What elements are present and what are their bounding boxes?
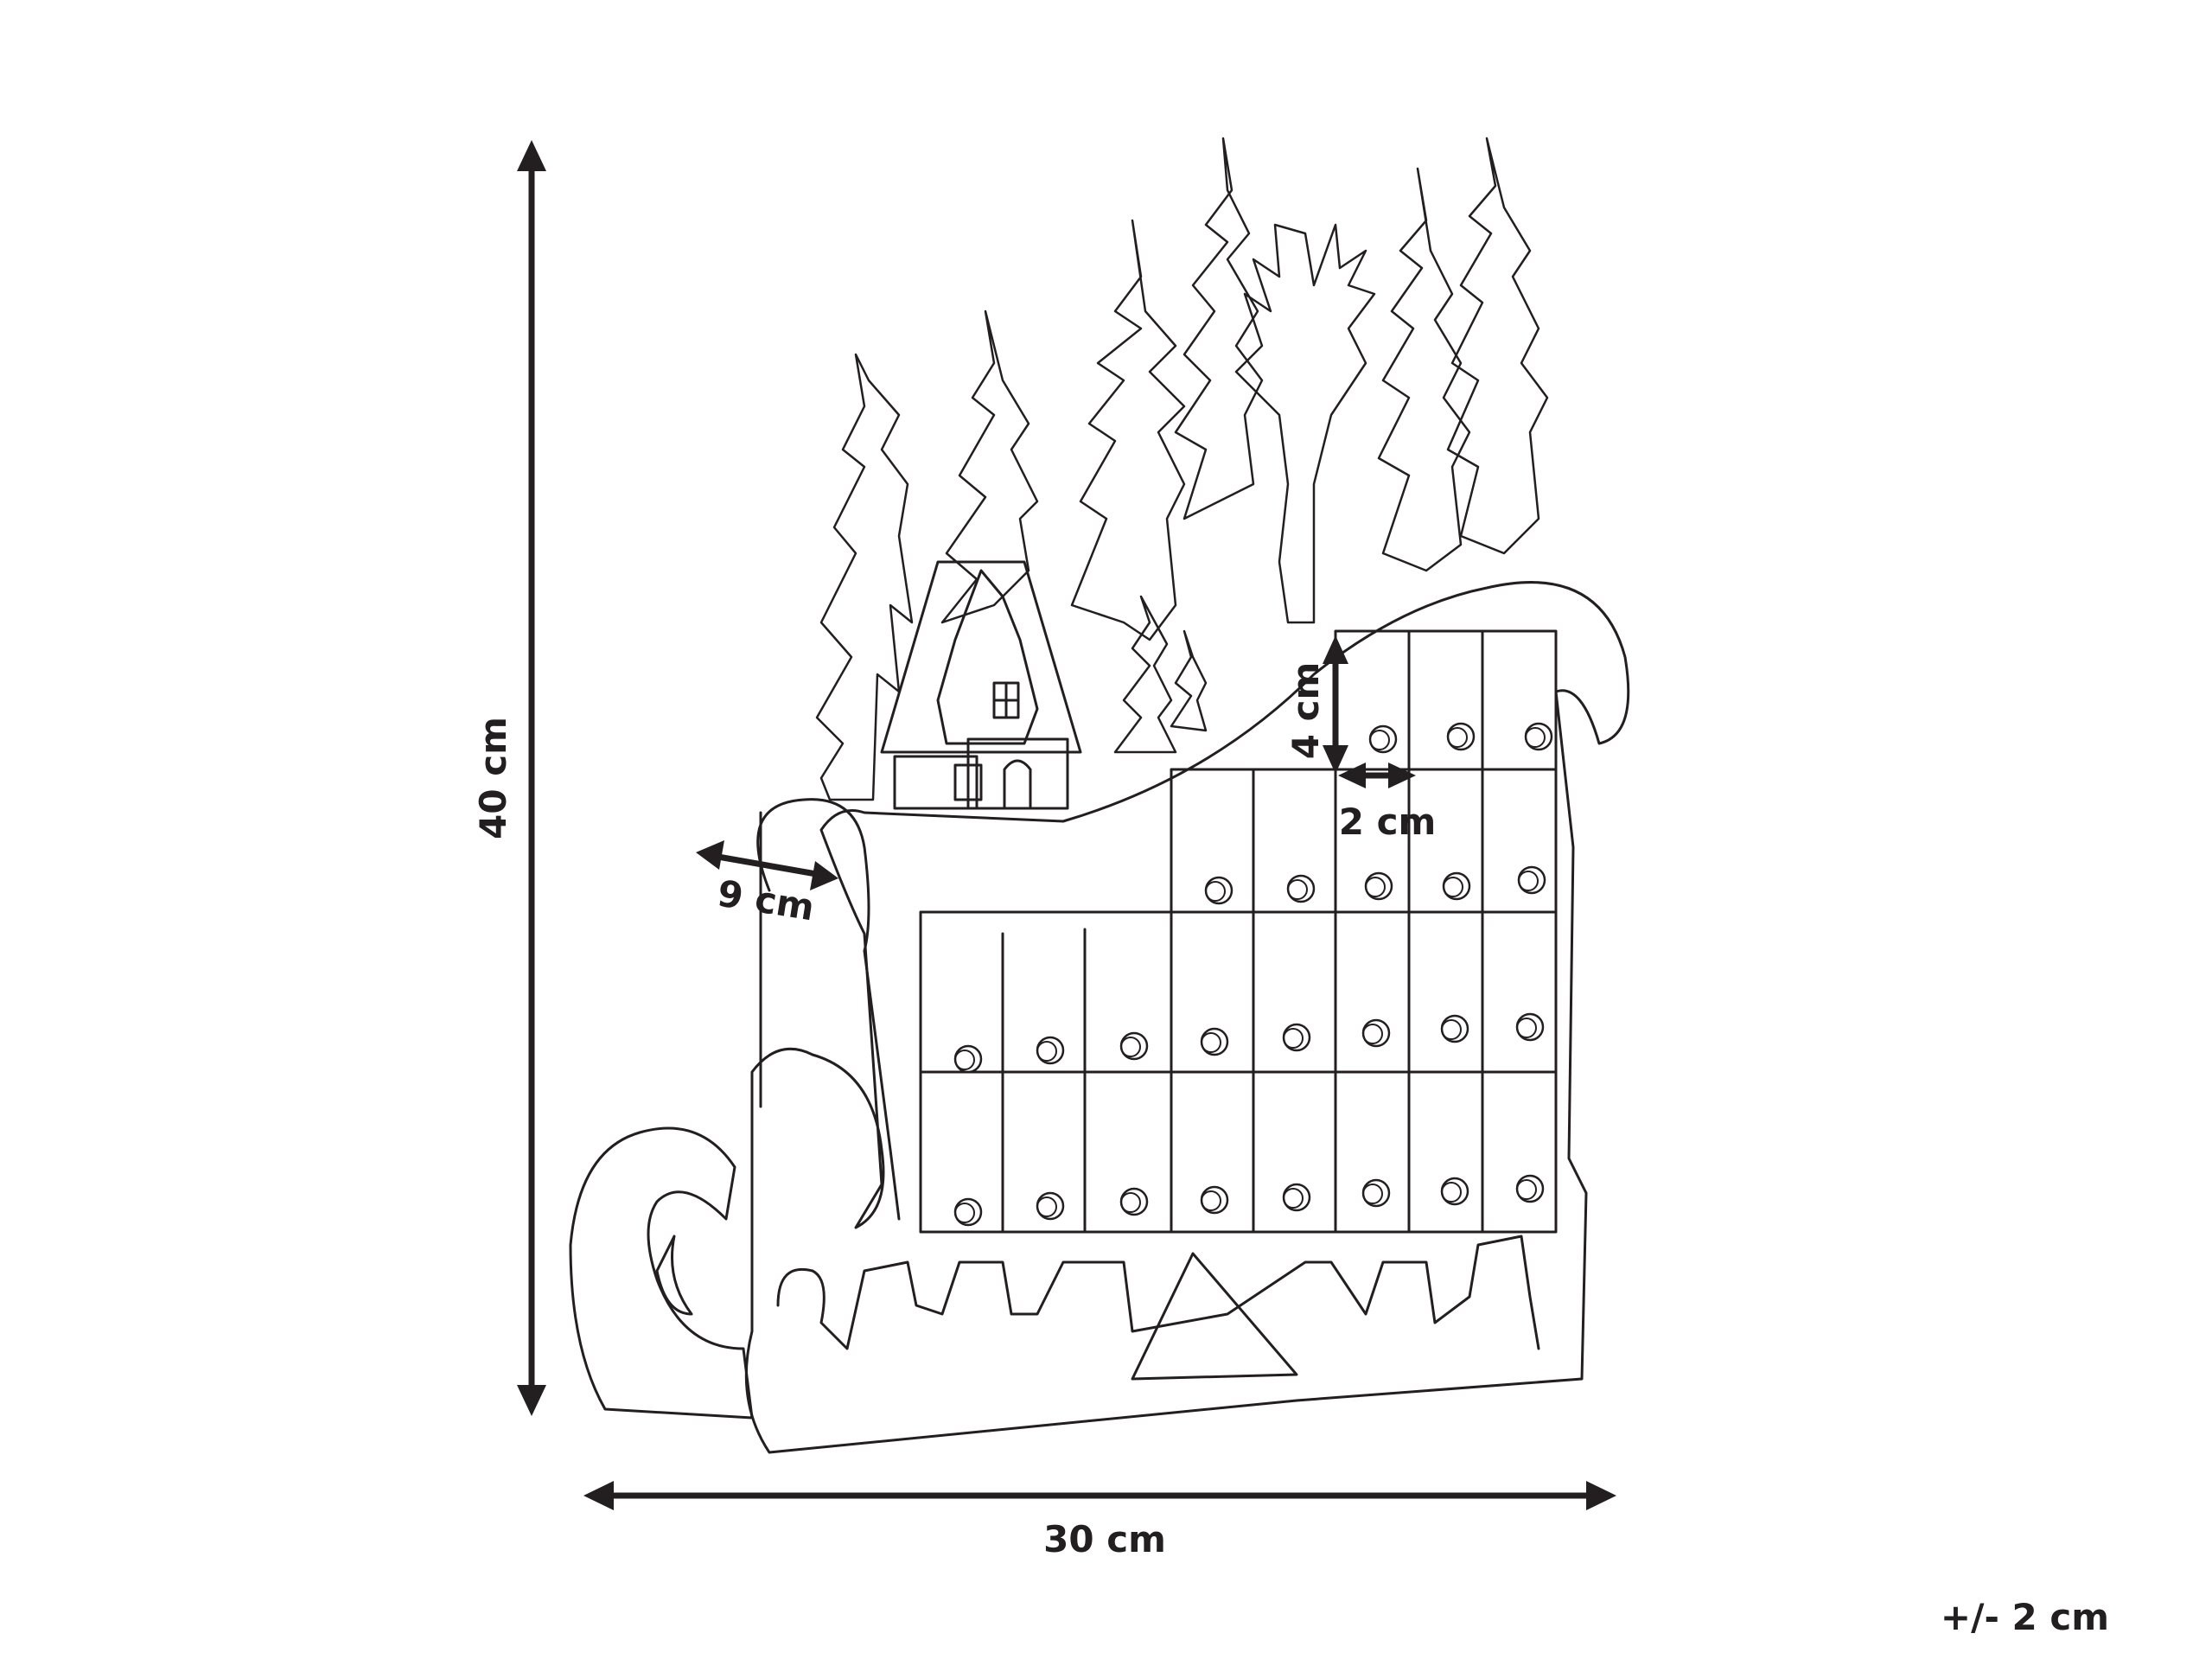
drawer-height-arrowhead-bottom [1323,745,1348,774]
drawer-knob-inner [1443,877,1463,897]
width-arrowhead-right [1586,1481,1616,1510]
drawer-knob-inner [1201,1032,1221,1053]
drawer-width-arrowhead-left [1338,763,1366,788]
depth-arrowhead-right [810,861,838,890]
drawer-knob-inner [1036,1041,1057,1062]
house-door [1003,759,1032,810]
height-label: 40 cm [472,717,514,839]
drawer-knob-inner [1518,871,1539,891]
height-arrowhead-top [517,140,546,171]
drawer-knobs [953,722,1553,1227]
drawer-knob-inner [954,1203,975,1223]
sleigh-body [569,581,1630,1454]
cabin-house [880,560,1082,810]
drawer-knob-inner [1283,1188,1304,1209]
drawer-knob-inner [1362,1184,1383,1204]
drawer-knob-inner [1441,1019,1462,1040]
advent-drawer-grid [919,629,1558,1234]
height-arrowhead-bottom [517,1385,546,1416]
depth-dimension: 9 cm [696,840,838,928]
drawer-knob-inner [1036,1196,1057,1217]
depth-label: 9 cm [715,871,818,928]
drawer-knob-inner [1120,1037,1141,1057]
tolerance-note: +/- 2 cm [1941,1596,2109,1638]
drawer-width-arrowhead-right [1388,763,1416,788]
drawer-knob-inner [1287,879,1308,900]
width-label: 30 cm [1043,1518,1166,1560]
drawer-height-dimension: 4 cm [1284,635,1348,774]
drawer-knob-inner [1120,1192,1141,1213]
drawer-knob-inner [1441,1182,1462,1203]
drawer-knob-inner [1516,1179,1537,1200]
width-dimension: 30 cm [583,1481,1616,1560]
drawer-knob-inner [1516,1018,1537,1038]
drawer-knob-inner [1447,727,1468,748]
drawer-knob-inner [954,1050,975,1070]
drawer-width-dimension: 2 cm [1338,763,1436,843]
forest-trees [815,137,1549,801]
drawer-knob-inner [1201,1190,1221,1211]
drawer-height-label: 4 cm [1284,662,1327,760]
height-dimension: 40 cm [472,140,546,1416]
drawer-knob-inner [1369,730,1390,750]
drawer-width-label: 2 cm [1339,801,1437,843]
depth-arrowhead-left [696,840,724,870]
drawer-knob-inner [1283,1028,1304,1049]
drawer-height-arrowhead-top [1323,635,1348,664]
drawer-knob-inner [1525,727,1546,748]
drawer-knob-inner [1362,1024,1383,1044]
drawer-knob-inner [1365,877,1386,897]
drawer-knob-inner [1205,881,1226,902]
depth-dimension-line [712,852,822,878]
width-arrowhead-left [583,1481,614,1510]
